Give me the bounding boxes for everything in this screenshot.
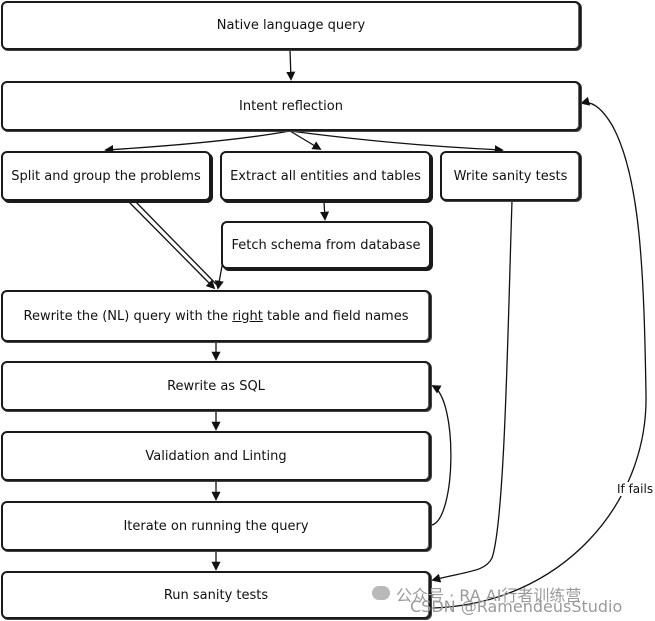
rewrite-nl-emphasis: right — [232, 308, 263, 324]
node-validation-linting: Validation and Linting — [1, 431, 431, 481]
edge-label-if-fails: If fails — [616, 482, 655, 496]
arrow-intent-to-split — [104, 130, 291, 155]
node-split-and-group: Split and group the problems — [1, 151, 211, 201]
watermark-wechat-icon — [372, 586, 390, 600]
node-extract-entities-label: Extract all entities and tables — [230, 168, 421, 184]
node-iterate-query-label: Iterate on running the query — [123, 518, 309, 534]
node-iterate-query: Iterate on running the query — [1, 501, 431, 551]
node-intent-reflection: Intent reflection — [1, 81, 581, 131]
rewrite-nl-suffix: table and field names — [267, 308, 409, 324]
watermark-line-2: CSDN @RamendeusStudio — [410, 597, 623, 616]
node-native-language-query-label: Native language query — [216, 18, 366, 33]
arrow-if-fails-loop — [432, 96, 647, 609]
node-write-sanity-tests: Write sanity tests — [440, 151, 581, 201]
node-rewrite-as-sql-label: Rewrite as SQL — [167, 378, 265, 394]
node-intent-reflection-label: Intent reflection — [239, 98, 343, 114]
node-run-sanity-tests: Run sanity tests — [1, 571, 431, 619]
node-validation-linting-label: Validation and Linting — [145, 448, 287, 464]
arrow-split-to-rewrite — [127, 200, 216, 290]
node-fetch-schema: Fetch schema from database — [221, 221, 431, 269]
node-rewrite-nl-query: Rewrite the (NL) query with the right ta… — [1, 290, 431, 342]
node-run-sanity-tests-label: Run sanity tests — [163, 587, 269, 603]
node-rewrite-as-sql: Rewrite as SQL — [1, 361, 431, 411]
node-rewrite-nl-query-label: Rewrite the (NL) query with the right ta… — [24, 309, 409, 324]
arrow-native-to-intent — [286, 49, 296, 81]
node-fetch-schema-label: Fetch schema from database — [231, 237, 421, 253]
rewrite-nl-prefix: Rewrite the (NL) query with the — [23, 308, 229, 324]
node-native-language-query: Native language query — [1, 1, 581, 50]
arrow-extract-to-fetch — [320, 201, 330, 221]
arrow-intent-to-extract — [289, 130, 322, 150]
node-split-and-group-label: Split and group the problems — [11, 168, 201, 184]
arrow-intent-to-sanity — [289, 130, 504, 155]
node-write-sanity-tests-label: Write sanity tests — [453, 168, 568, 184]
node-extract-entities: Extract all entities and tables — [220, 151, 431, 201]
arrow-fetch-to-rewrite — [214, 265, 224, 290]
arrow-iterate-loop-to-sql — [431, 385, 452, 526]
watermark-line-1: 公众号 · RA AI行者训练营 — [396, 586, 582, 605]
arrow-sanity-to-run — [431, 200, 513, 583]
